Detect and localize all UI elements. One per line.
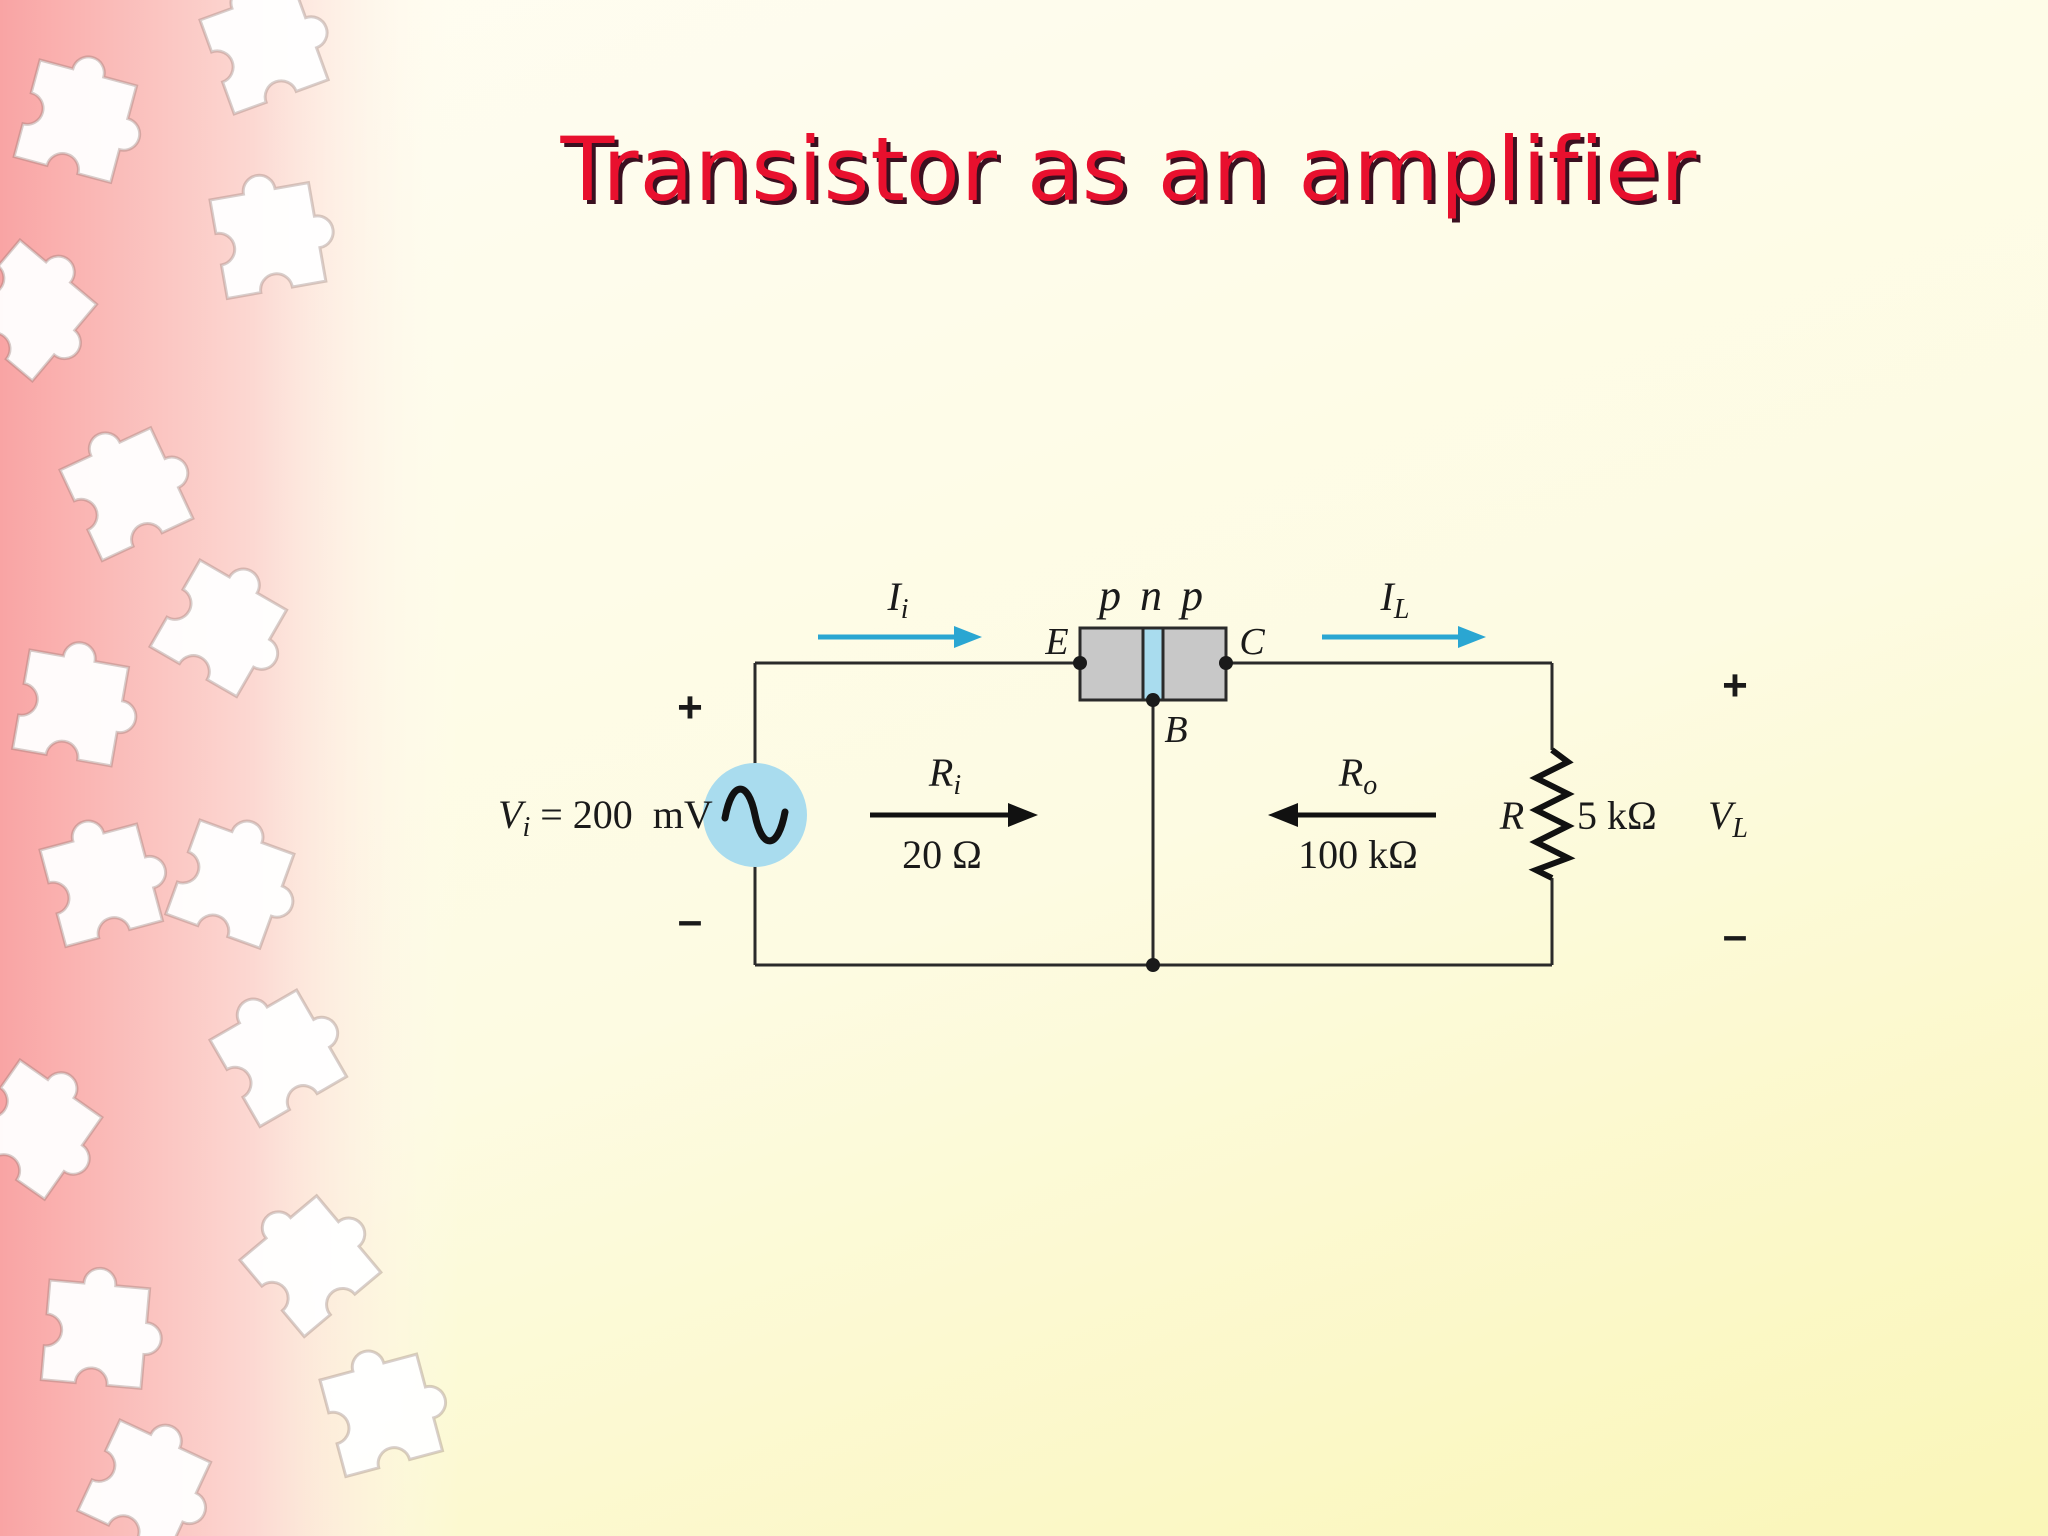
input-voltage-symbol: V	[498, 792, 527, 837]
input-resistance-subscript: i	[953, 770, 961, 801]
pnp-transistor	[1078, 626, 1228, 702]
collector-label: C	[1239, 621, 1265, 663]
collector-node	[1219, 656, 1233, 670]
load-resistor-value: 5 kΩ	[1577, 793, 1657, 838]
emitter-node	[1073, 656, 1087, 670]
input-resistance-label: Ri	[928, 750, 961, 801]
input-plus-sign: +	[677, 683, 703, 732]
base-node	[1146, 693, 1160, 707]
output-plus-sign: +	[1722, 661, 1748, 710]
input-current-subscript: i	[901, 594, 909, 625]
output-resistance-label: Ro	[1338, 750, 1377, 801]
emitter-label: E	[1044, 621, 1068, 663]
input-voltage-label: Vi = 200 mV	[448, 792, 742, 843]
load-voltage-symbol: V	[1708, 793, 1737, 838]
load-voltage-label: VL	[1708, 793, 1748, 844]
input-resistance-symbol: R	[928, 750, 953, 795]
input-minus-sign: –	[678, 896, 702, 945]
base-label: B	[1164, 709, 1187, 751]
slide-title: Transistor as an amplifier	[560, 118, 1698, 221]
input-voltage-value: = 200 mV	[530, 792, 713, 837]
input-resistance-value: 20 Ω	[902, 832, 982, 877]
input-current-symbol: I	[886, 574, 902, 619]
load-resistor	[1528, 747, 1576, 881]
load-voltage-subscript: L	[1731, 813, 1748, 844]
input-voltage-subscript: i	[522, 812, 530, 843]
input-resistance-arrow	[870, 803, 1038, 827]
transistor-type-label: p n p	[1096, 571, 1207, 620]
output-resistance-subscript: o	[1363, 770, 1377, 801]
output-resistance-value: 100 kΩ	[1298, 832, 1418, 877]
input-current-label: Ii	[886, 574, 908, 625]
output-resistance-arrow	[1268, 803, 1436, 827]
load-current-symbol: I	[1380, 574, 1396, 619]
ac-source	[703, 763, 807, 867]
ground-node	[1146, 958, 1160, 972]
input-current-arrow	[818, 626, 982, 648]
load-resistor-symbol: R	[1499, 793, 1524, 838]
load-current-subscript: L	[1393, 594, 1410, 625]
load-current-arrow	[1322, 626, 1486, 648]
output-resistance-symbol: R	[1338, 750, 1363, 795]
output-minus-sign: –	[1723, 911, 1747, 960]
load-current-label: IL	[1380, 574, 1410, 625]
puzzle-background-decoration	[0, 0, 460, 1536]
